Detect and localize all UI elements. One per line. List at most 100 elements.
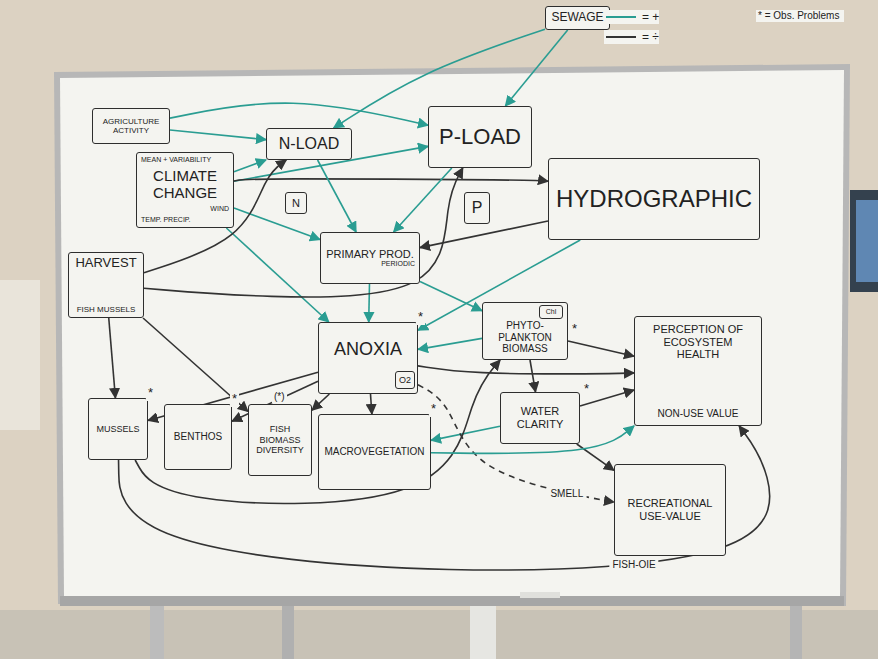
legend-item: = ÷ (604, 30, 659, 44)
node-text: HARVEST (73, 256, 139, 271)
legend-text: = + (642, 10, 659, 24)
influence-arrow (234, 179, 548, 182)
concept-box: MUSSELS (88, 398, 148, 460)
node-text: PRIMARY PROD. (325, 248, 415, 261)
concept-box: RECREATIONAL USE-VALUE (614, 464, 726, 556)
concept-box: N (285, 192, 307, 214)
influence-arrow (318, 160, 357, 232)
node-text: HYDROGRAPHIC (553, 185, 755, 213)
influence-arrow (505, 30, 567, 106)
node-text: WATER CLARITY (505, 405, 575, 430)
node-text: MACROVEGETATION (323, 446, 426, 458)
concept-box: BENTHOS (164, 404, 232, 470)
legend-note: * = Obs. Problems (756, 10, 844, 22)
influence-arrow (394, 168, 452, 232)
concept-box: FISH BIOMASS DIVERSITY (248, 404, 312, 476)
node-text: BENTHOS (169, 431, 227, 443)
influence-arrow (226, 228, 328, 322)
node-text: O2 (397, 375, 413, 385)
node-text: PERIODIC (325, 260, 415, 268)
node-text: ANOXIA (323, 339, 413, 360)
observation-mark: * (146, 386, 155, 401)
node-text: Chl (541, 308, 561, 316)
stand-leg (282, 604, 294, 659)
influence-arrow (577, 444, 614, 470)
picture-frame (850, 190, 878, 292)
board-frame (54, 64, 850, 606)
concept-box: HYDROGRAPHIC (548, 158, 760, 240)
node-text: WIND (141, 205, 229, 213)
observation-mark: * (582, 382, 591, 397)
observation-mark: * (416, 310, 425, 325)
node-text: P-LOAD (433, 124, 527, 149)
concept-box: PRIMARY PROD.PERIODIC (320, 232, 420, 284)
node-text: N-LOAD (271, 135, 347, 153)
influence-arrow (568, 341, 634, 356)
node-text: TEMP. PRECIP. (141, 216, 229, 224)
concept-box: HARVEST FISH MUSSELS (68, 252, 144, 318)
legend-line (606, 36, 636, 38)
legend-line-sample (604, 32, 638, 42)
observation-mark: * (570, 322, 579, 337)
observation-mark: (*) (272, 391, 287, 403)
influence-arrow (109, 318, 116, 398)
influence-arrow (368, 284, 370, 322)
node-text: PERCEPTION OF ECOSYSTEM HEALTH (641, 323, 755, 361)
node-text: PHYTO-PLANKTON BIOMASS (487, 320, 563, 355)
concept-box: P (464, 192, 490, 224)
node-text: SEWAGE (550, 11, 605, 25)
concept-box: WATER CLARITY (500, 392, 580, 444)
node-text: CLIMATE CHANGE (141, 167, 229, 202)
concept-box: P-LOAD (428, 106, 532, 168)
edge-label: FISH-OIE (609, 558, 658, 569)
concept-box: MACROVEGETATION (318, 414, 431, 490)
eraser (520, 592, 560, 598)
concept-box: AGRICULTURE ACTIVITY (92, 108, 170, 144)
floor (0, 610, 878, 659)
concept-box: N-LOAD (266, 128, 352, 160)
influence-arrow (170, 130, 266, 140)
influence-arrow (234, 208, 320, 240)
influence-arrow (420, 282, 482, 311)
concept-box: ANOXIA O2 (318, 322, 418, 394)
legend-line-sample (604, 12, 638, 22)
stand-leg (790, 604, 802, 659)
influence-arrow (370, 394, 371, 414)
node-text: FISH BIOMASS DIVERSITY (253, 424, 307, 455)
influence-arrow (418, 338, 482, 349)
concept-box: MEAN + VARIABILITY CLIMATE CHANGE WIND TEMP… (136, 152, 234, 228)
picture (856, 200, 878, 282)
stand-leg (150, 604, 164, 659)
concept-box: PERCEPTION OF ECOSYSTEM HEALTH NON-USE VA… (634, 316, 762, 426)
node-text: MEAN + VARIABILITY (141, 156, 229, 164)
influence-arrow (418, 366, 634, 374)
marker-tray (60, 596, 844, 606)
node-text: FISH MUSSELS (73, 305, 139, 314)
whiteboard (60, 70, 844, 598)
legend-text: = ÷ (642, 30, 659, 44)
concept-box: O2 (395, 371, 415, 389)
concept-box: SEWAGE (545, 6, 610, 30)
node-text: NON-USE VALUE (641, 408, 755, 420)
legend-line (606, 16, 636, 18)
pillar (470, 604, 496, 659)
node-text: P (466, 199, 488, 217)
influence-arrow (143, 318, 248, 411)
legend-item: = + (604, 10, 659, 24)
concept-box: PHYTO-PLANKTON BIOMASS Chl (482, 302, 568, 360)
influence-arrow (170, 103, 428, 125)
influence-arrow (420, 221, 548, 248)
concept-box: Chl (539, 305, 563, 319)
observation-mark: * (429, 402, 438, 417)
node-text: MUSSELS (93, 424, 143, 434)
observation-mark: * (230, 392, 239, 407)
node-text: N (287, 197, 305, 210)
node-text: RECREATIONAL USE-VALUE (619, 497, 721, 522)
edge-label: SMELL (547, 487, 586, 498)
influence-arrow (418, 385, 614, 502)
wall-panel (0, 280, 40, 430)
influence-arrow (530, 360, 536, 392)
influence-arrow (312, 394, 329, 410)
